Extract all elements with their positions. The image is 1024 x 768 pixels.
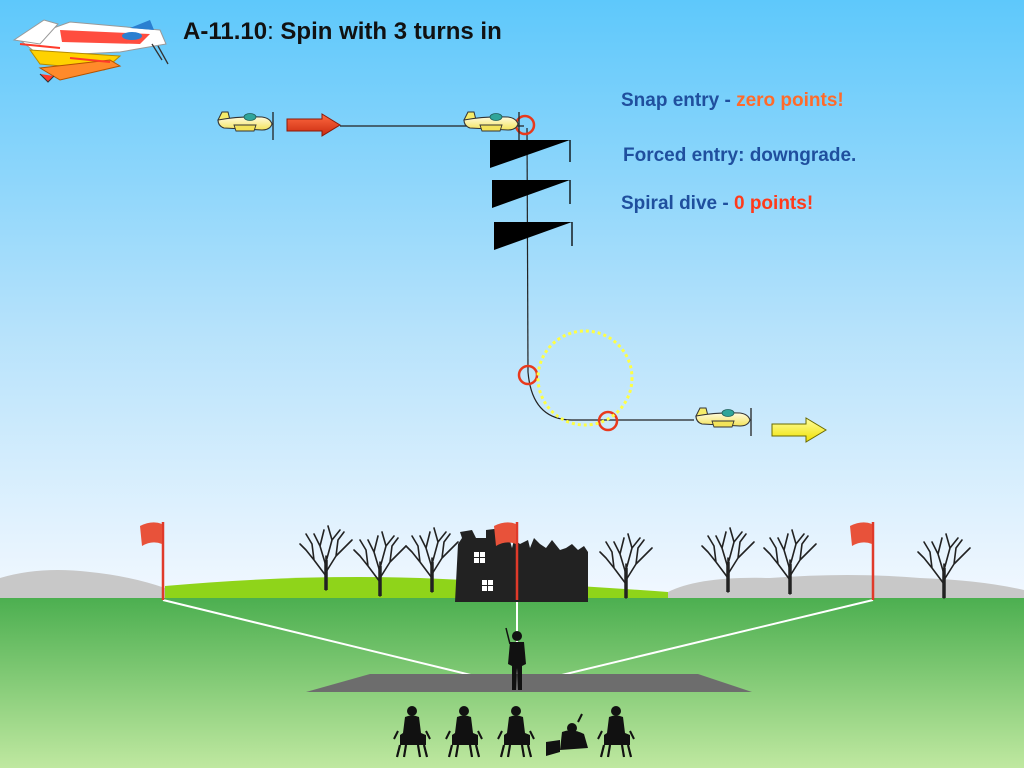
sky-background: [0, 0, 1024, 600]
spin-turn-3: [494, 222, 573, 250]
exit-arrow-icon: [771, 417, 827, 443]
aerobatic-plane-icon: [12, 19, 169, 83]
spin-turn-1: [490, 140, 571, 168]
note-forced-entry-text: Forced entry: downgrade.: [623, 145, 857, 166]
spiral-dive-circle: [536, 329, 634, 427]
red-flag-icon-right: [850, 522, 875, 600]
sight-line-right: [515, 599, 874, 687]
red-flag-icon-left: [140, 522, 165, 600]
descent-line: [526, 127, 529, 373]
pilot-silhouette-icon: [505, 627, 526, 690]
note-snap-entry-prefix: Snap entry -: [621, 90, 737, 111]
note-spiral-dive-penalty: 0 points!: [733, 193, 814, 214]
hill-right: [668, 575, 1024, 600]
page-title: A-11.10: Spin with 3 turns in: [183, 18, 502, 46]
hill-left: [0, 570, 165, 600]
red-flag-icon-center: [494, 522, 519, 600]
title-colon: :: [267, 18, 274, 45]
spin-turn-2: [492, 180, 571, 208]
note-snap-entry-penalty: zero points!: [736, 90, 844, 111]
note-snap-entry: Snap entry - zero points!: [621, 90, 844, 112]
entry-arrow-icon: [286, 113, 341, 137]
note-forced-entry: Forced entry: downgrade.: [623, 145, 856, 167]
sight-line-left: [162, 599, 517, 687]
note-spiral-dive: Spiral dive - 0 points!: [621, 193, 813, 215]
runway: [306, 674, 752, 692]
pull-out-arc: [527, 371, 694, 421]
note-spiral-dive-prefix: Spiral dive -: [621, 193, 734, 214]
figure-code: A-11.10: [183, 18, 268, 45]
judge-4: [546, 713, 588, 756]
castle-ruin-icon: [455, 528, 588, 602]
marker-circle-exit: [597, 410, 619, 432]
figure-name: Spin with 3 turns in: [280, 18, 502, 45]
